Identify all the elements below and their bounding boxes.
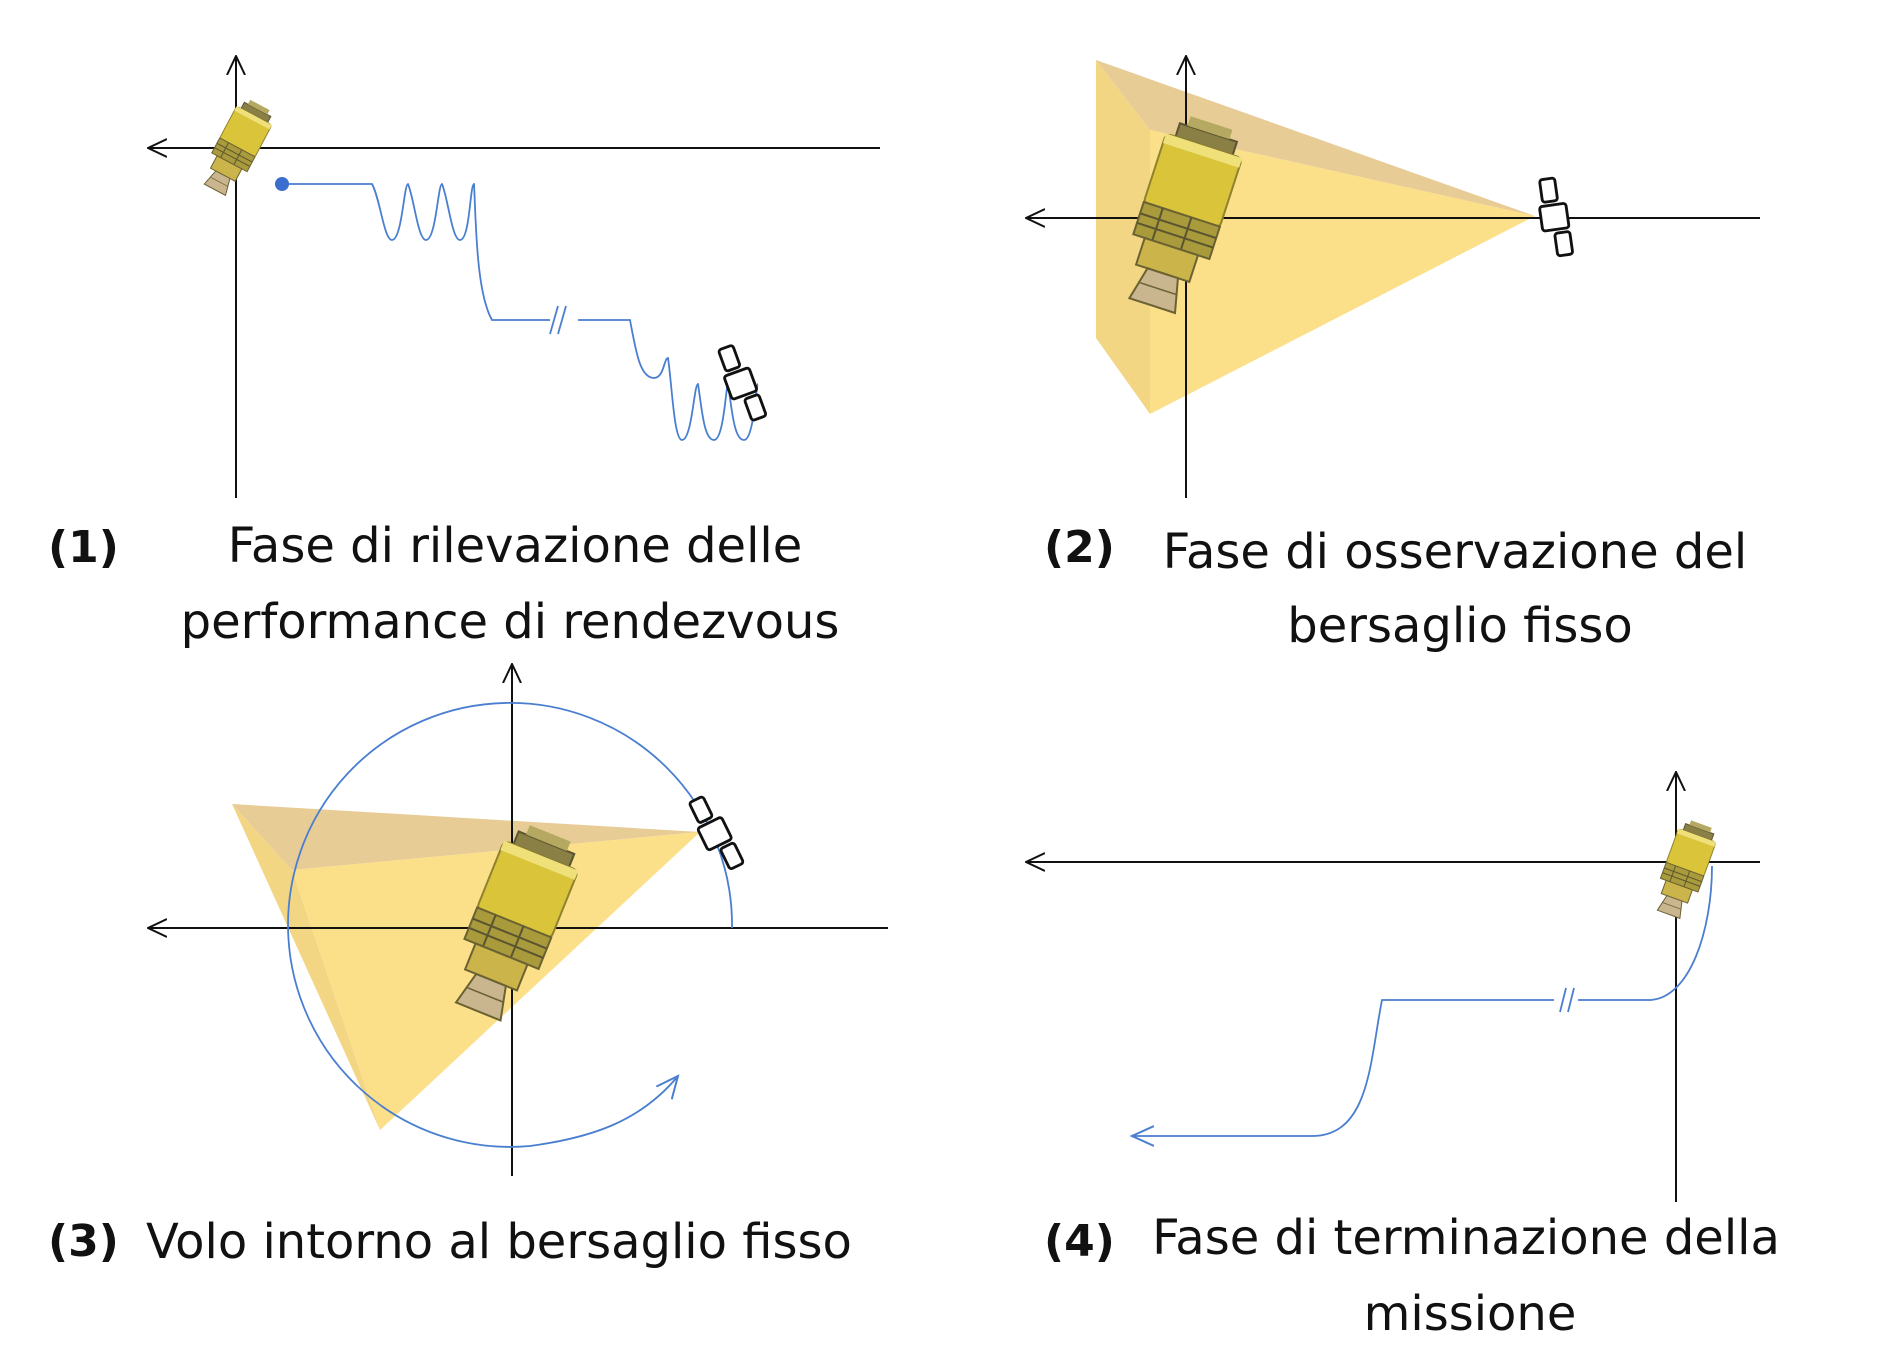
- panel-1-caption-line1: Fase di rilevazione delle: [228, 518, 803, 574]
- satellite-icon: [713, 340, 768, 427]
- panel-1-number: (1): [48, 522, 119, 573]
- panel-2-caption-line1: Fase di osservazione del: [1163, 524, 1747, 580]
- panel-2-sensor-cone: [1096, 60, 1535, 414]
- panel-4: (4) Fase di terminazione della missione: [1026, 772, 1780, 1342]
- panel-2: (2) Fase di osservazione del bersaglio f…: [1026, 56, 1760, 654]
- panel-3-flyaround-direction-arrow: [529, 1076, 678, 1147]
- satellite-icon: [1534, 175, 1575, 260]
- panel-3-number: (3): [48, 1216, 119, 1267]
- panel-2-number: (2): [1044, 522, 1115, 573]
- panel-1-break-mark-2: [557, 305, 567, 335]
- panel-1: (1) Fase di rilevazione delle performanc…: [48, 56, 880, 650]
- panel-4-caption-line2: missione: [1364, 1286, 1577, 1342]
- panel-4-caption-line1: Fase di terminazione della: [1152, 1210, 1780, 1266]
- panel-1-caption-line2: performance di rendezvous: [181, 594, 840, 650]
- panel-2-caption-line2: bersaglio fisso: [1287, 598, 1633, 654]
- panel-4-break-mark: [1559, 987, 1567, 1013]
- panel-3-flyaround-orbit: [287, 702, 733, 1148]
- panel-1-approach-trajectory: [282, 183, 759, 441]
- panel-1-break-mark: [549, 305, 559, 335]
- panel-3: (3) Volo intorno al bersaglio fisso: [48, 664, 888, 1270]
- panel-4-number: (4): [1044, 1216, 1115, 1267]
- panel-3-caption-line1: Volo intorno al bersaglio fisso: [146, 1214, 852, 1270]
- panel-4-departure-trajectory: [1132, 865, 1713, 1136]
- panel-4-break-mark-2: [1567, 987, 1575, 1013]
- panel-1-start-point: [275, 177, 289, 191]
